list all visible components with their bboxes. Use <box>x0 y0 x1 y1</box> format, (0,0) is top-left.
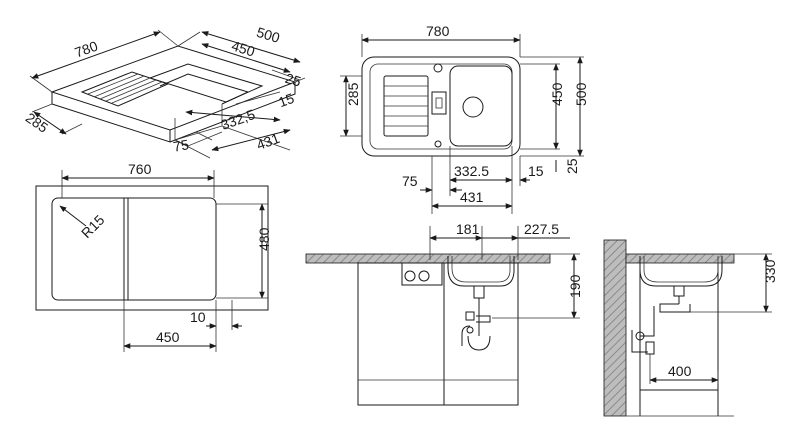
front-worktop <box>305 253 551 264</box>
front-cabinet <box>357 262 519 406</box>
iso-drainer-ribs <box>80 71 170 107</box>
cutout-worktop <box>35 185 269 311</box>
cutout-dim-480: 480 <box>256 227 272 251</box>
top-drainer-ribs <box>383 75 429 137</box>
front-dim-190: 190 <box>567 274 583 298</box>
top-dim-500: 500 <box>573 82 589 106</box>
cutout-view: R15 760 480 10 450 <box>35 161 272 352</box>
side-waste-trap <box>631 285 691 355</box>
top-tap-hole <box>433 63 443 73</box>
top-dim-431: 431 <box>460 189 484 205</box>
front-dim-2275: 227.5 <box>524 221 559 237</box>
front-appliance <box>401 262 443 286</box>
side-wall <box>603 239 627 417</box>
cutout-outline <box>51 197 217 301</box>
iso-dim-431: 431 <box>254 130 282 153</box>
top-dim-285: 285 <box>345 82 361 106</box>
side-dim-330: 330 <box>762 259 778 283</box>
top-view: 780 285 450 500 25 75 332.5 15 <box>340 23 589 214</box>
side-installation-view: 330 400 <box>603 239 778 417</box>
iso-dim-3325: 332,5 <box>219 106 258 133</box>
top-bowl <box>449 65 513 147</box>
top-drain <box>462 96 484 118</box>
iso-dim-15: 15 <box>276 90 296 110</box>
cutout-dim-10: 10 <box>190 309 206 325</box>
cutout-dim-r15: R15 <box>78 211 108 241</box>
iso-dim-25: 25 <box>283 70 303 90</box>
iso-dim-75: 75 <box>172 136 190 154</box>
front-waste-trap <box>461 285 491 351</box>
iso-dim-285: 285 <box>23 109 51 136</box>
front-dim-181: 181 <box>456 221 480 237</box>
iso-bowl <box>148 63 264 103</box>
iso-dim-450: 450 <box>230 37 257 59</box>
top-dim-15: 15 <box>528 163 544 179</box>
cutout-dim-760: 760 <box>128 161 152 177</box>
top-dim-780: 780 <box>426 23 450 39</box>
front-installation-view: 181 227.5 190 <box>305 221 583 406</box>
cutout-dim-450: 450 <box>156 329 180 345</box>
top-dim-3325: 332.5 <box>454 163 489 179</box>
top-dim-25: 25 <box>564 158 580 174</box>
top-sink-outline <box>361 56 521 157</box>
isometric-view: 780 500 450 25 285 15 332,5 75 431 <box>23 24 306 159</box>
top-dim-450: 450 <box>549 82 565 106</box>
side-dim-400: 400 <box>668 363 692 379</box>
top-overflow <box>431 91 447 115</box>
top-dim-75: 75 <box>402 173 418 189</box>
iso-dim-500: 500 <box>255 24 282 46</box>
side-worktop <box>625 253 735 264</box>
iso-dim-780: 780 <box>72 38 100 61</box>
